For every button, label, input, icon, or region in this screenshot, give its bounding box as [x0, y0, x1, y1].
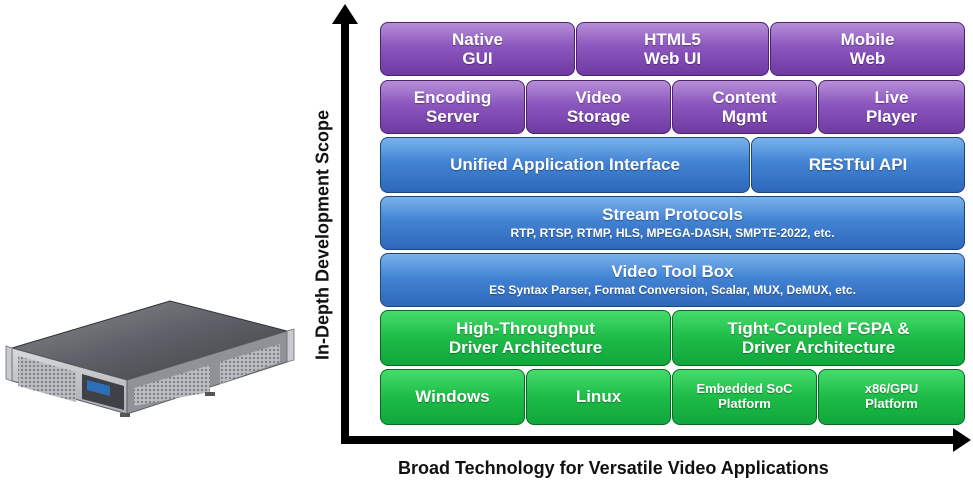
block-title: Video Tool Box [611, 262, 734, 282]
stream-protocols-block: Stream Protocols RTP, RTSP, RTMP, HLS, M… [380, 196, 965, 250]
block-line: Web UI [643, 49, 702, 68]
high-throughput-driver-block: High-Throughput Driver Architecture [380, 310, 671, 366]
block-line: Tight-Coupled FGPA & [727, 318, 910, 338]
block-line: Mobile [840, 29, 895, 49]
block-line: Windows [415, 387, 490, 407]
block-line: Player [865, 107, 918, 126]
x86-gpu-platform-block: x86/GPU Platform [818, 369, 965, 425]
x-axis-arrowhead [953, 428, 971, 452]
linux-platform-block: Linux [526, 369, 671, 425]
restful-api-block: RESTful API [751, 137, 965, 193]
block-line: Linux [575, 387, 622, 407]
y-axis-line [341, 18, 349, 444]
mobile-web-block: Mobile Web [770, 22, 965, 76]
block-line: Driver Architecture [741, 338, 896, 357]
embedded-soc-platform-block: Embedded SoC Platform [672, 369, 817, 425]
windows-platform-block: Windows [380, 369, 525, 425]
block-line: Mgmt [721, 107, 768, 126]
html5-web-ui-block: HTML5 Web UI [576, 22, 769, 76]
unified-application-interface-block: Unified Application Interface [380, 137, 750, 193]
block-line: Embedded SoC [696, 381, 793, 397]
block-line: Encoding [413, 87, 492, 107]
block-line: x86/GPU [864, 381, 919, 397]
y-axis-arrowhead [332, 4, 358, 24]
block-line: GUI [462, 49, 493, 68]
block-subtitle: ES Syntax Parser, Format Conversion, Sca… [489, 283, 856, 298]
server-appliance-illustration [5, 300, 295, 417]
block-line: Server [426, 107, 479, 126]
block-line: Content [712, 87, 777, 107]
block-line: Native [451, 29, 504, 49]
video-tool-box-block: Video Tool Box ES Syntax Parser, Format … [380, 253, 965, 307]
tight-coupled-fpga-driver-block: Tight-Coupled FGPA & Driver Architecture [672, 310, 965, 366]
block-title: Stream Protocols [602, 205, 743, 225]
encoding-server-block: Encoding Server [380, 80, 525, 134]
x-axis-line [341, 436, 957, 444]
native-gui-block: Native GUI [380, 22, 575, 76]
block-line: Driver Architecture [448, 338, 603, 357]
block-line: Web [849, 49, 886, 68]
block-line: Platform [865, 396, 918, 411]
content-mgmt-block: Content Mgmt [672, 80, 817, 134]
block-line: Platform [718, 396, 771, 411]
y-axis-label: In-Depth Development Scope [312, 109, 333, 361]
block-line: Storage [566, 107, 631, 126]
x-axis-label: Broad Technology for Versatile Video App… [398, 458, 829, 478]
block-subtitle: RTP, RTSP, RTMP, HLS, MPEGA-DASH, SMPTE-… [510, 226, 835, 241]
block-line: Live [874, 87, 909, 107]
block-line: Unified Application Interface [450, 155, 680, 175]
block-line: RESTful API [808, 155, 908, 175]
block-line: High-Throughput [456, 318, 595, 338]
block-line: Video [575, 87, 622, 107]
block-line: HTML5 [644, 29, 701, 49]
video-storage-block: Video Storage [526, 80, 671, 134]
live-player-block: Live Player [818, 80, 965, 134]
